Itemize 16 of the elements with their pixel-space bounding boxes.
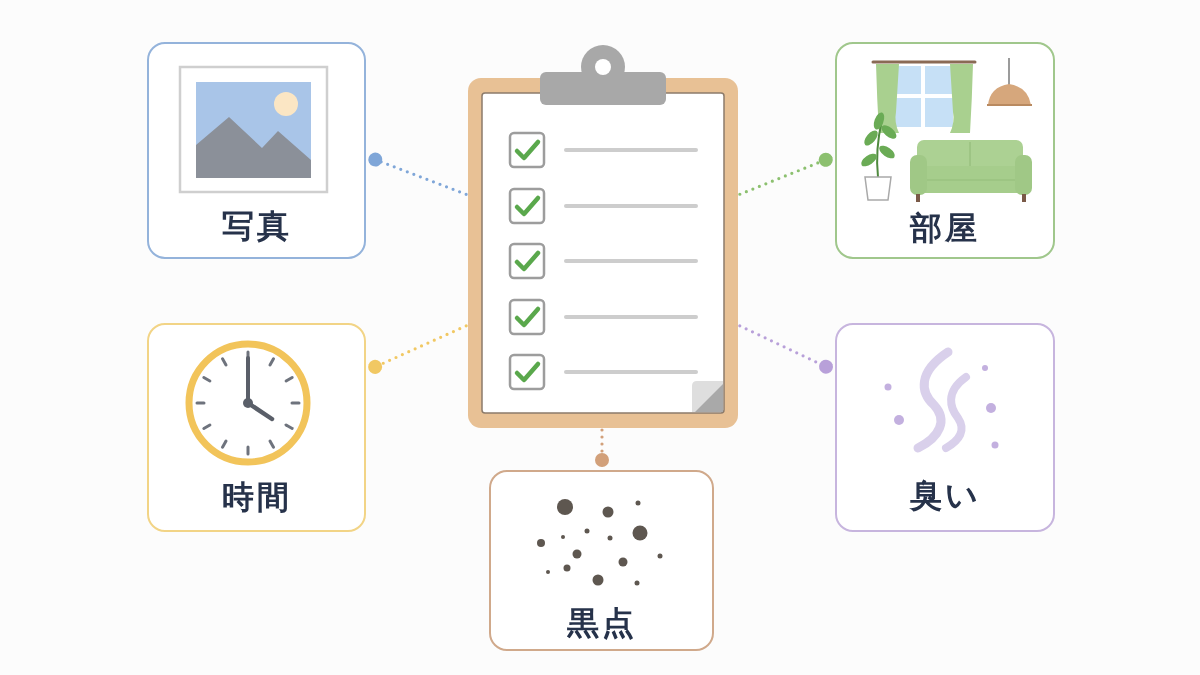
card (835, 42, 1055, 259)
clipboard-icon (468, 45, 738, 428)
card (147, 42, 366, 259)
card-label: 黒点 (566, 602, 637, 643)
dotted-connector (367, 152, 468, 196)
dotted-connector (595, 428, 609, 469)
card (147, 323, 366, 532)
dotted-connector (738, 152, 834, 196)
card-label: 時間 (221, 476, 292, 517)
card (835, 323, 1055, 532)
card-label: 臭い (909, 474, 981, 515)
dotted-connector (738, 324, 834, 374)
dotted-connector (367, 324, 468, 374)
card-label: 部屋 (910, 207, 980, 248)
card (489, 470, 714, 651)
card-label: 写真 (221, 205, 292, 246)
